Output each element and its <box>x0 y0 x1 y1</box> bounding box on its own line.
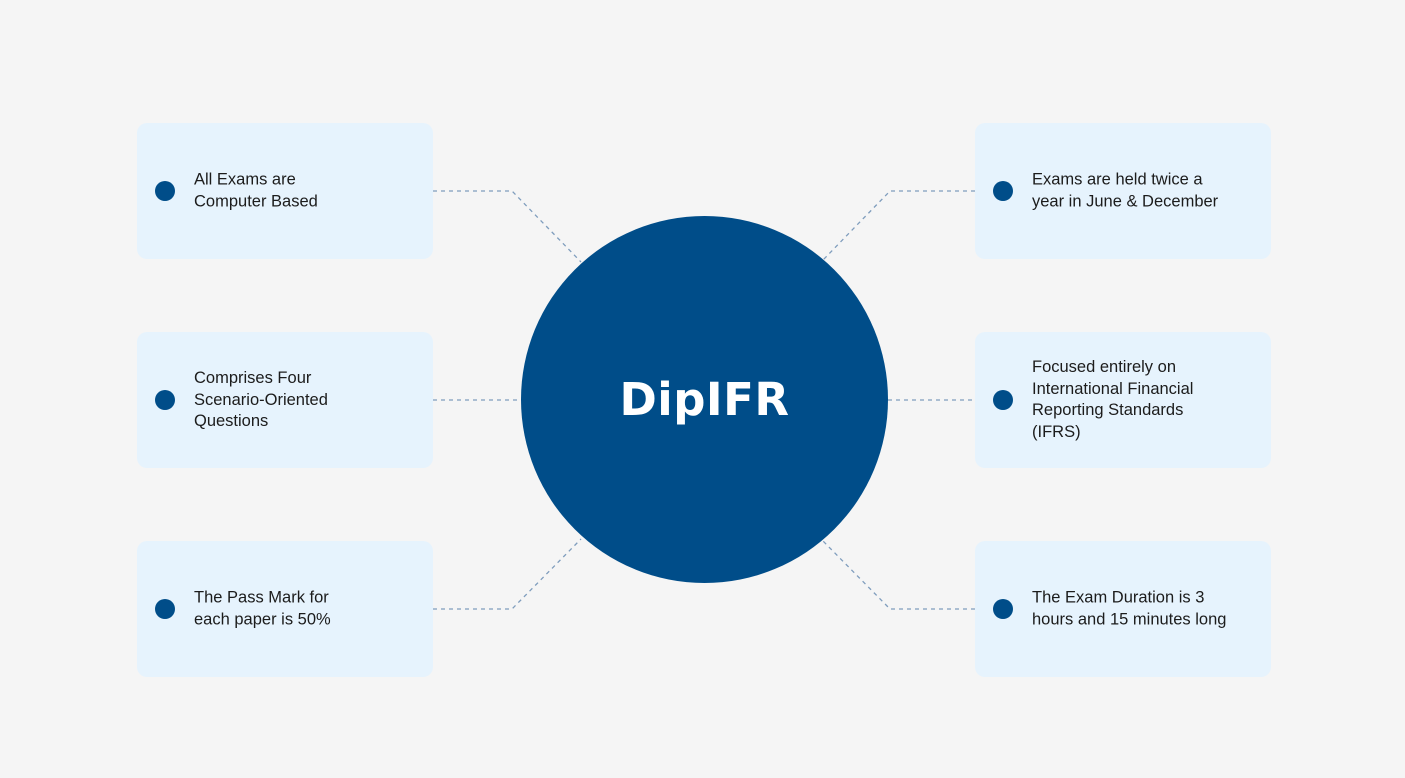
hub-title: DipIFR <box>619 373 790 426</box>
connector-top-left <box>433 190 582 263</box>
bullet-dot-icon <box>155 599 175 619</box>
bullet-dot-icon <box>155 181 175 201</box>
bullet-dot-icon <box>993 599 1013 619</box>
connector-bottom-left <box>433 538 582 610</box>
connector-top-right <box>822 190 975 261</box>
bullet-dot-icon <box>993 390 1013 410</box>
hub-circle: DipIFR <box>521 216 888 583</box>
bullet-dot-icon <box>155 390 175 410</box>
bullet-dot-icon <box>993 181 1013 201</box>
connector-bottom-right <box>822 540 975 610</box>
